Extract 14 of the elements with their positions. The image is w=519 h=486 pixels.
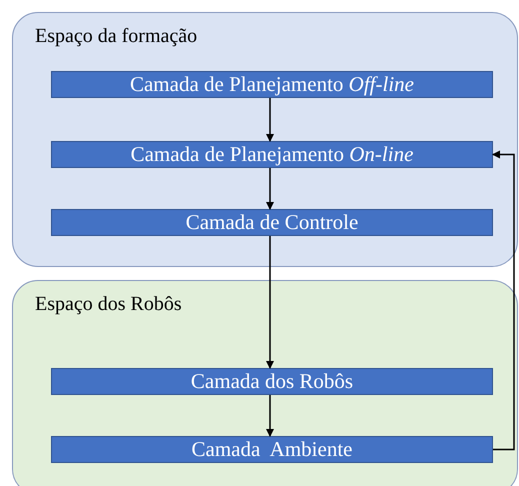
layer-bar: Camada de Planejamento Off-line [51,71,493,98]
layer-bar: Camada dos Robôs [51,368,493,395]
layer-bar: Camada de Controle [51,209,493,236]
layer-bar: Camada Ambiente [51,436,493,463]
arrow [266,168,274,210]
arrow [266,98,274,142]
arrow [266,395,274,437]
layer-bar: Camada de Planejamento On-line [51,141,493,168]
group-title: Espaço da formação [35,25,198,48]
group-panel [12,280,518,486]
arrow [492,150,515,450]
arrow [266,236,274,369]
group-panel [12,12,518,267]
group-title: Espaço dos Robôs [35,293,182,316]
